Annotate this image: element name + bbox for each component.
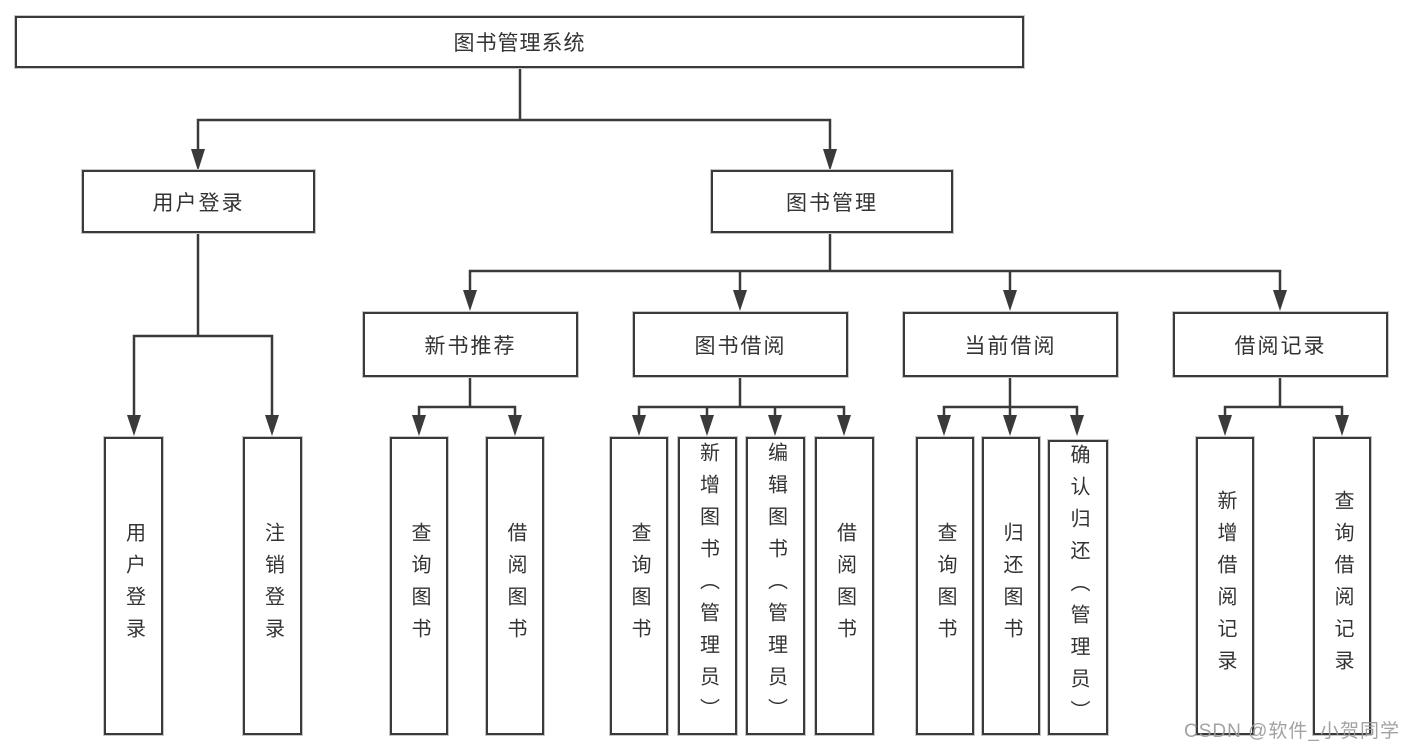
leaf-query-borrow-record: 查询借阅记录 xyxy=(1313,437,1371,735)
leaf-add-books-admin: 新增图书（管理员） xyxy=(678,437,737,735)
node-label: 查询图书 xyxy=(934,522,956,650)
node-label: 确认归还（管理员） xyxy=(1067,443,1089,732)
node-label: 当前借阅 xyxy=(964,334,1057,358)
leaf-return-books: 归还图书 xyxy=(982,437,1040,735)
connector-current-borrow-branch xyxy=(942,375,1079,419)
node-label: 查询图书 xyxy=(408,522,430,650)
node-label: 新书推荐 xyxy=(424,334,517,358)
leaf-query-books-borrow: 查询图书 xyxy=(610,437,668,735)
leaf-query-books-current: 查询图书 xyxy=(916,437,974,735)
node-label: 新增图书（管理员） xyxy=(696,442,719,730)
leaf-query-books-recommend: 查询图书 xyxy=(390,437,448,735)
node-new-book-recommend: 新书推荐 xyxy=(363,312,578,377)
connector-new-book-recommend-branch xyxy=(417,375,517,419)
connector-book-borrow-branch xyxy=(637,375,846,419)
node-label: 借阅记录 xyxy=(1234,334,1327,358)
node-label: 注销登录 xyxy=(261,522,284,650)
leaf-logout: 注销登录 xyxy=(243,437,302,735)
node-label: 借阅图书 xyxy=(833,522,856,650)
leaf-confirm-return-admin: 确认归还（管理员） xyxy=(1048,440,1108,735)
connector-user-login-branch xyxy=(132,231,274,418)
node-borrow-record: 借阅记录 xyxy=(1173,312,1388,377)
node-book-borrow: 图书借阅 xyxy=(633,312,848,377)
node-user-login: 用户登录 xyxy=(82,170,315,233)
node-label: 归还图书 xyxy=(1000,522,1022,650)
csdn-watermark: CSDN @软件_小贺同学 xyxy=(1184,721,1400,742)
node-label: 查询借阅记录 xyxy=(1331,490,1353,682)
leaf-borrow-books-recommend: 借阅图书 xyxy=(486,437,544,735)
node-label: 图书借阅 xyxy=(694,334,787,358)
node-label: 用户登录 xyxy=(122,522,145,650)
arrowheads xyxy=(127,149,1349,436)
node-root-library-system: 图书管理系统 xyxy=(15,16,1024,68)
node-label: 查询图书 xyxy=(628,522,650,650)
connector-book-management-branch xyxy=(468,231,1282,294)
leaf-edit-books-admin: 编辑图书（管理员） xyxy=(746,437,805,735)
node-book-management: 图书管理 xyxy=(711,170,953,233)
leaf-user-login: 用户登录 xyxy=(104,437,163,735)
node-label: 借阅图书 xyxy=(504,522,526,650)
node-label: 用户登录 xyxy=(152,191,245,215)
leaf-add-borrow-record: 新增借阅记录 xyxy=(1196,437,1254,735)
connector-root-to-level2 xyxy=(196,66,832,152)
node-label: 新增借阅记录 xyxy=(1214,490,1236,682)
node-label: 图书管理 xyxy=(786,191,878,215)
node-current-borrow: 当前借阅 xyxy=(903,312,1118,377)
node-label: 图书管理系统 xyxy=(453,32,586,55)
node-label: 编辑图书（管理员） xyxy=(764,442,787,730)
leaf-borrow-books: 借阅图书 xyxy=(815,437,874,735)
connector-borrow-record-branch xyxy=(1223,375,1344,419)
